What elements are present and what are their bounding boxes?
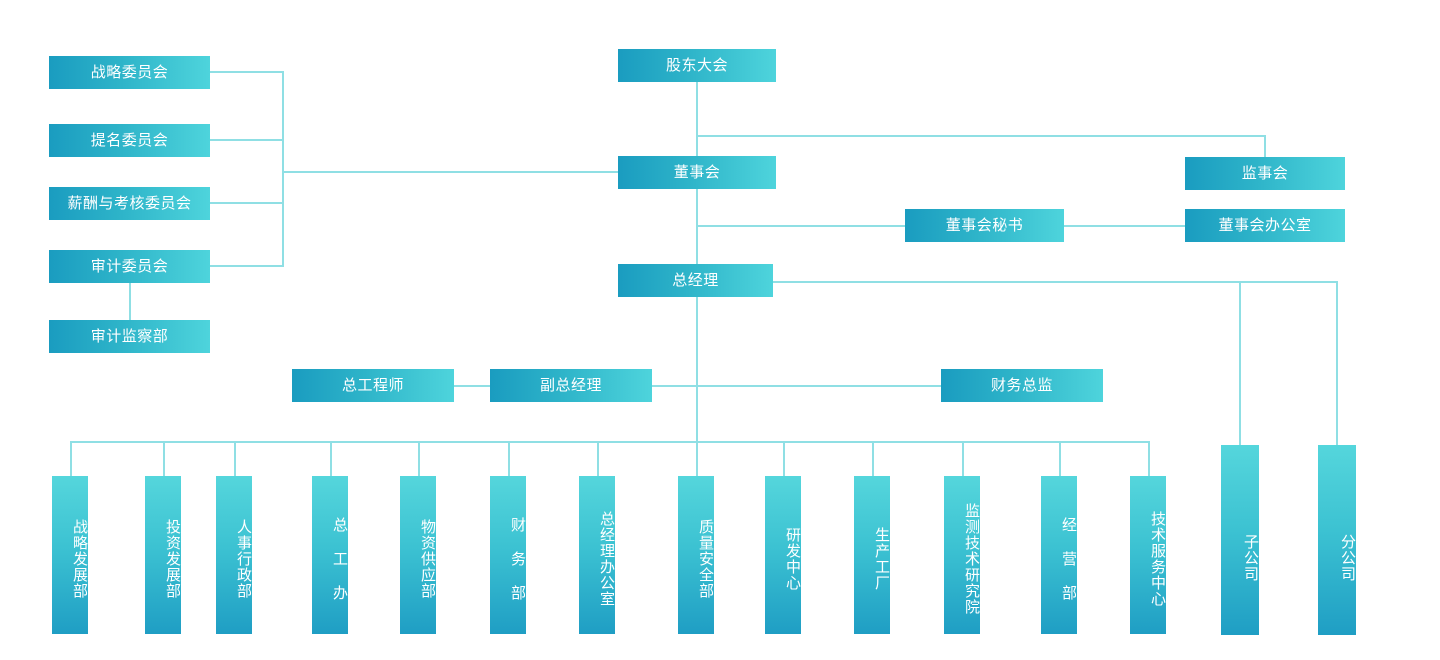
node-label: 监事会	[1241, 164, 1289, 182]
node-label: 子公司	[1242, 534, 1259, 582]
node-label: 战略委员会	[90, 63, 169, 81]
connector-committee-audit	[209, 265, 284, 267]
node-branch[interactable]: 分公司	[1318, 445, 1356, 635]
node-department-operations[interactable]: 经 营 部	[1041, 476, 1077, 634]
connector-dept-drop-7	[696, 441, 698, 476]
connector-dept-drop-12	[1148, 441, 1150, 476]
connector-department-bus	[70, 441, 1150, 443]
node-department-strategy-development[interactable]: 战略发展部	[52, 476, 88, 634]
node-label: 总工程师	[341, 376, 404, 394]
node-board-office[interactable]: 董事会办公室	[1185, 209, 1345, 242]
node-label: 生产工厂	[873, 527, 890, 591]
connector-deputygm-to-cfo	[651, 385, 941, 387]
connector-dept-drop-0	[70, 441, 72, 476]
connector-subsidiary-drop	[1239, 281, 1241, 445]
node-label: 股东大会	[665, 56, 728, 74]
connector-board-to-gm	[696, 188, 698, 268]
node-label: 投资发展部	[164, 519, 181, 599]
node-board-of-directors[interactable]: 董事会	[618, 156, 776, 189]
node-label: 审计监察部	[90, 327, 169, 345]
node-committee-audit[interactable]: 审计委员会	[49, 250, 210, 283]
node-label: 人事行政部	[235, 519, 252, 599]
node-deputy-general-manager[interactable]: 副总经理	[490, 369, 652, 402]
node-general-manager[interactable]: 总经理	[618, 264, 773, 297]
node-department-tech-service-center[interactable]: 技术服务中心	[1130, 476, 1166, 634]
node-department-investment-development[interactable]: 投资发展部	[145, 476, 181, 634]
node-label: 战略发展部	[71, 519, 88, 599]
connector-committee-compensation	[209, 202, 284, 204]
connector-committee-strategy	[209, 71, 284, 73]
node-board-secretary[interactable]: 董事会秘书	[905, 209, 1064, 242]
connector-committee-bus	[282, 71, 284, 267]
connector-dept-drop-1	[163, 441, 165, 476]
node-department-gm-office[interactable]: 总经理办公室	[579, 476, 615, 634]
node-board-of-supervisors[interactable]: 监事会	[1185, 157, 1345, 190]
node-department-material-supply[interactable]: 物资供应部	[400, 476, 436, 634]
node-department-quality-safety[interactable]: 质量安全部	[678, 476, 714, 634]
node-label: 财务总监	[990, 376, 1053, 394]
node-department-chief-engineer-office[interactable]: 总 工 办	[312, 476, 348, 634]
node-label: 研发中心	[784, 527, 801, 591]
connector-shareholders-to-board	[696, 82, 698, 156]
node-label: 薪酬与考核委员会	[67, 194, 192, 212]
connector-dept-drop-2	[234, 441, 236, 476]
node-label: 总经理办公室	[598, 511, 615, 607]
connector-gm-to-subsidiaries	[772, 281, 1338, 283]
node-label: 分公司	[1339, 534, 1356, 582]
node-label: 副总经理	[539, 376, 602, 394]
node-label: 总经理	[672, 271, 719, 289]
connector-board-to-secretary	[696, 225, 906, 227]
node-label: 董事会秘书	[945, 216, 1024, 234]
connector-committee-nomination	[209, 139, 284, 141]
connector-audit-to-audit-dept	[129, 281, 131, 321]
node-committee-nomination[interactable]: 提名委员会	[49, 124, 210, 157]
node-label: 监测技术研究院	[963, 503, 980, 615]
node-label: 董事会	[673, 163, 721, 181]
node-chief-financial-officer[interactable]: 财务总监	[941, 369, 1103, 402]
connector-dept-drop-10	[962, 441, 964, 476]
connector-dept-drop-9	[872, 441, 874, 476]
connector-supervisors-drop	[1264, 135, 1266, 158]
node-label: 总 工 办	[331, 517, 348, 601]
node-subsidiary[interactable]: 子公司	[1221, 445, 1259, 635]
connector-chiefeng-to-deputygm	[454, 385, 491, 387]
node-label: 物资供应部	[419, 519, 436, 599]
node-label: 技术服务中心	[1149, 511, 1166, 607]
connector-secretary-to-board-office	[1063, 225, 1185, 227]
connector-committees-to-board	[282, 171, 622, 173]
node-label: 董事会办公室	[1218, 216, 1312, 234]
node-department-production-plant[interactable]: 生产工厂	[854, 476, 890, 634]
connector-branch-drop	[1336, 281, 1338, 445]
connector-dept-drop-4	[418, 441, 420, 476]
node-committee-strategy[interactable]: 战略委员会	[49, 56, 210, 89]
connector-dept-drop-3	[330, 441, 332, 476]
connector-gm-to-dept-bus	[696, 296, 698, 442]
node-label: 质量安全部	[697, 519, 714, 599]
node-department-finance[interactable]: 财 务 部	[490, 476, 526, 634]
node-audit-supervision-department[interactable]: 审计监察部	[49, 320, 210, 353]
node-department-rd-center[interactable]: 研发中心	[765, 476, 801, 634]
node-committee-compensation[interactable]: 薪酬与考核委员会	[49, 187, 210, 220]
connector-dept-drop-8	[783, 441, 785, 476]
connector-dept-drop-6	[597, 441, 599, 476]
connector-shareholders-to-supervisors	[696, 135, 1266, 137]
node-department-monitoring-tech-institute[interactable]: 监测技术研究院	[944, 476, 980, 634]
node-label: 提名委员会	[90, 131, 169, 149]
node-label: 审计委员会	[90, 257, 169, 275]
connector-dept-drop-11	[1059, 441, 1061, 476]
node-chief-engineer[interactable]: 总工程师	[292, 369, 454, 402]
node-label: 财 务 部	[509, 517, 526, 601]
node-label: 经 营 部	[1060, 517, 1077, 601]
node-shareholders-meeting[interactable]: 股东大会	[618, 49, 776, 82]
connector-dept-drop-5	[508, 441, 510, 476]
node-department-hr-administration[interactable]: 人事行政部	[216, 476, 252, 634]
